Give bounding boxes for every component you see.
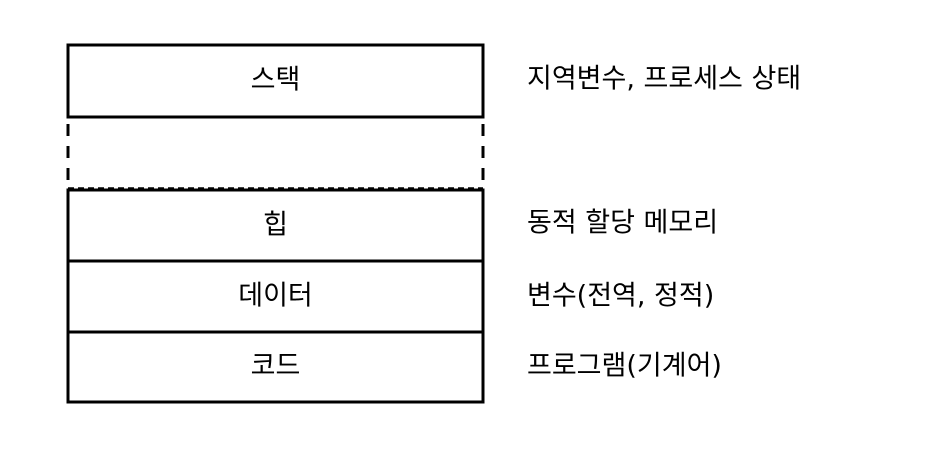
- data-segment-label: 데이터: [238, 281, 313, 312]
- heap-segment-label: 힙: [263, 210, 288, 241]
- stack-segment-label: 스택: [251, 65, 301, 96]
- data-description: 변수(전역, 정적): [527, 281, 714, 312]
- heap-description: 동적 할당 메모리: [527, 208, 718, 239]
- stack-segment-box: [66, 43, 485, 119]
- stack-description: 지역변수, 프로세스 상태: [527, 64, 801, 95]
- lower-segments-box: [66, 188, 485, 404]
- code-segment-label: 코드: [251, 351, 301, 382]
- code-description: 프로그램(기계어): [527, 351, 722, 382]
